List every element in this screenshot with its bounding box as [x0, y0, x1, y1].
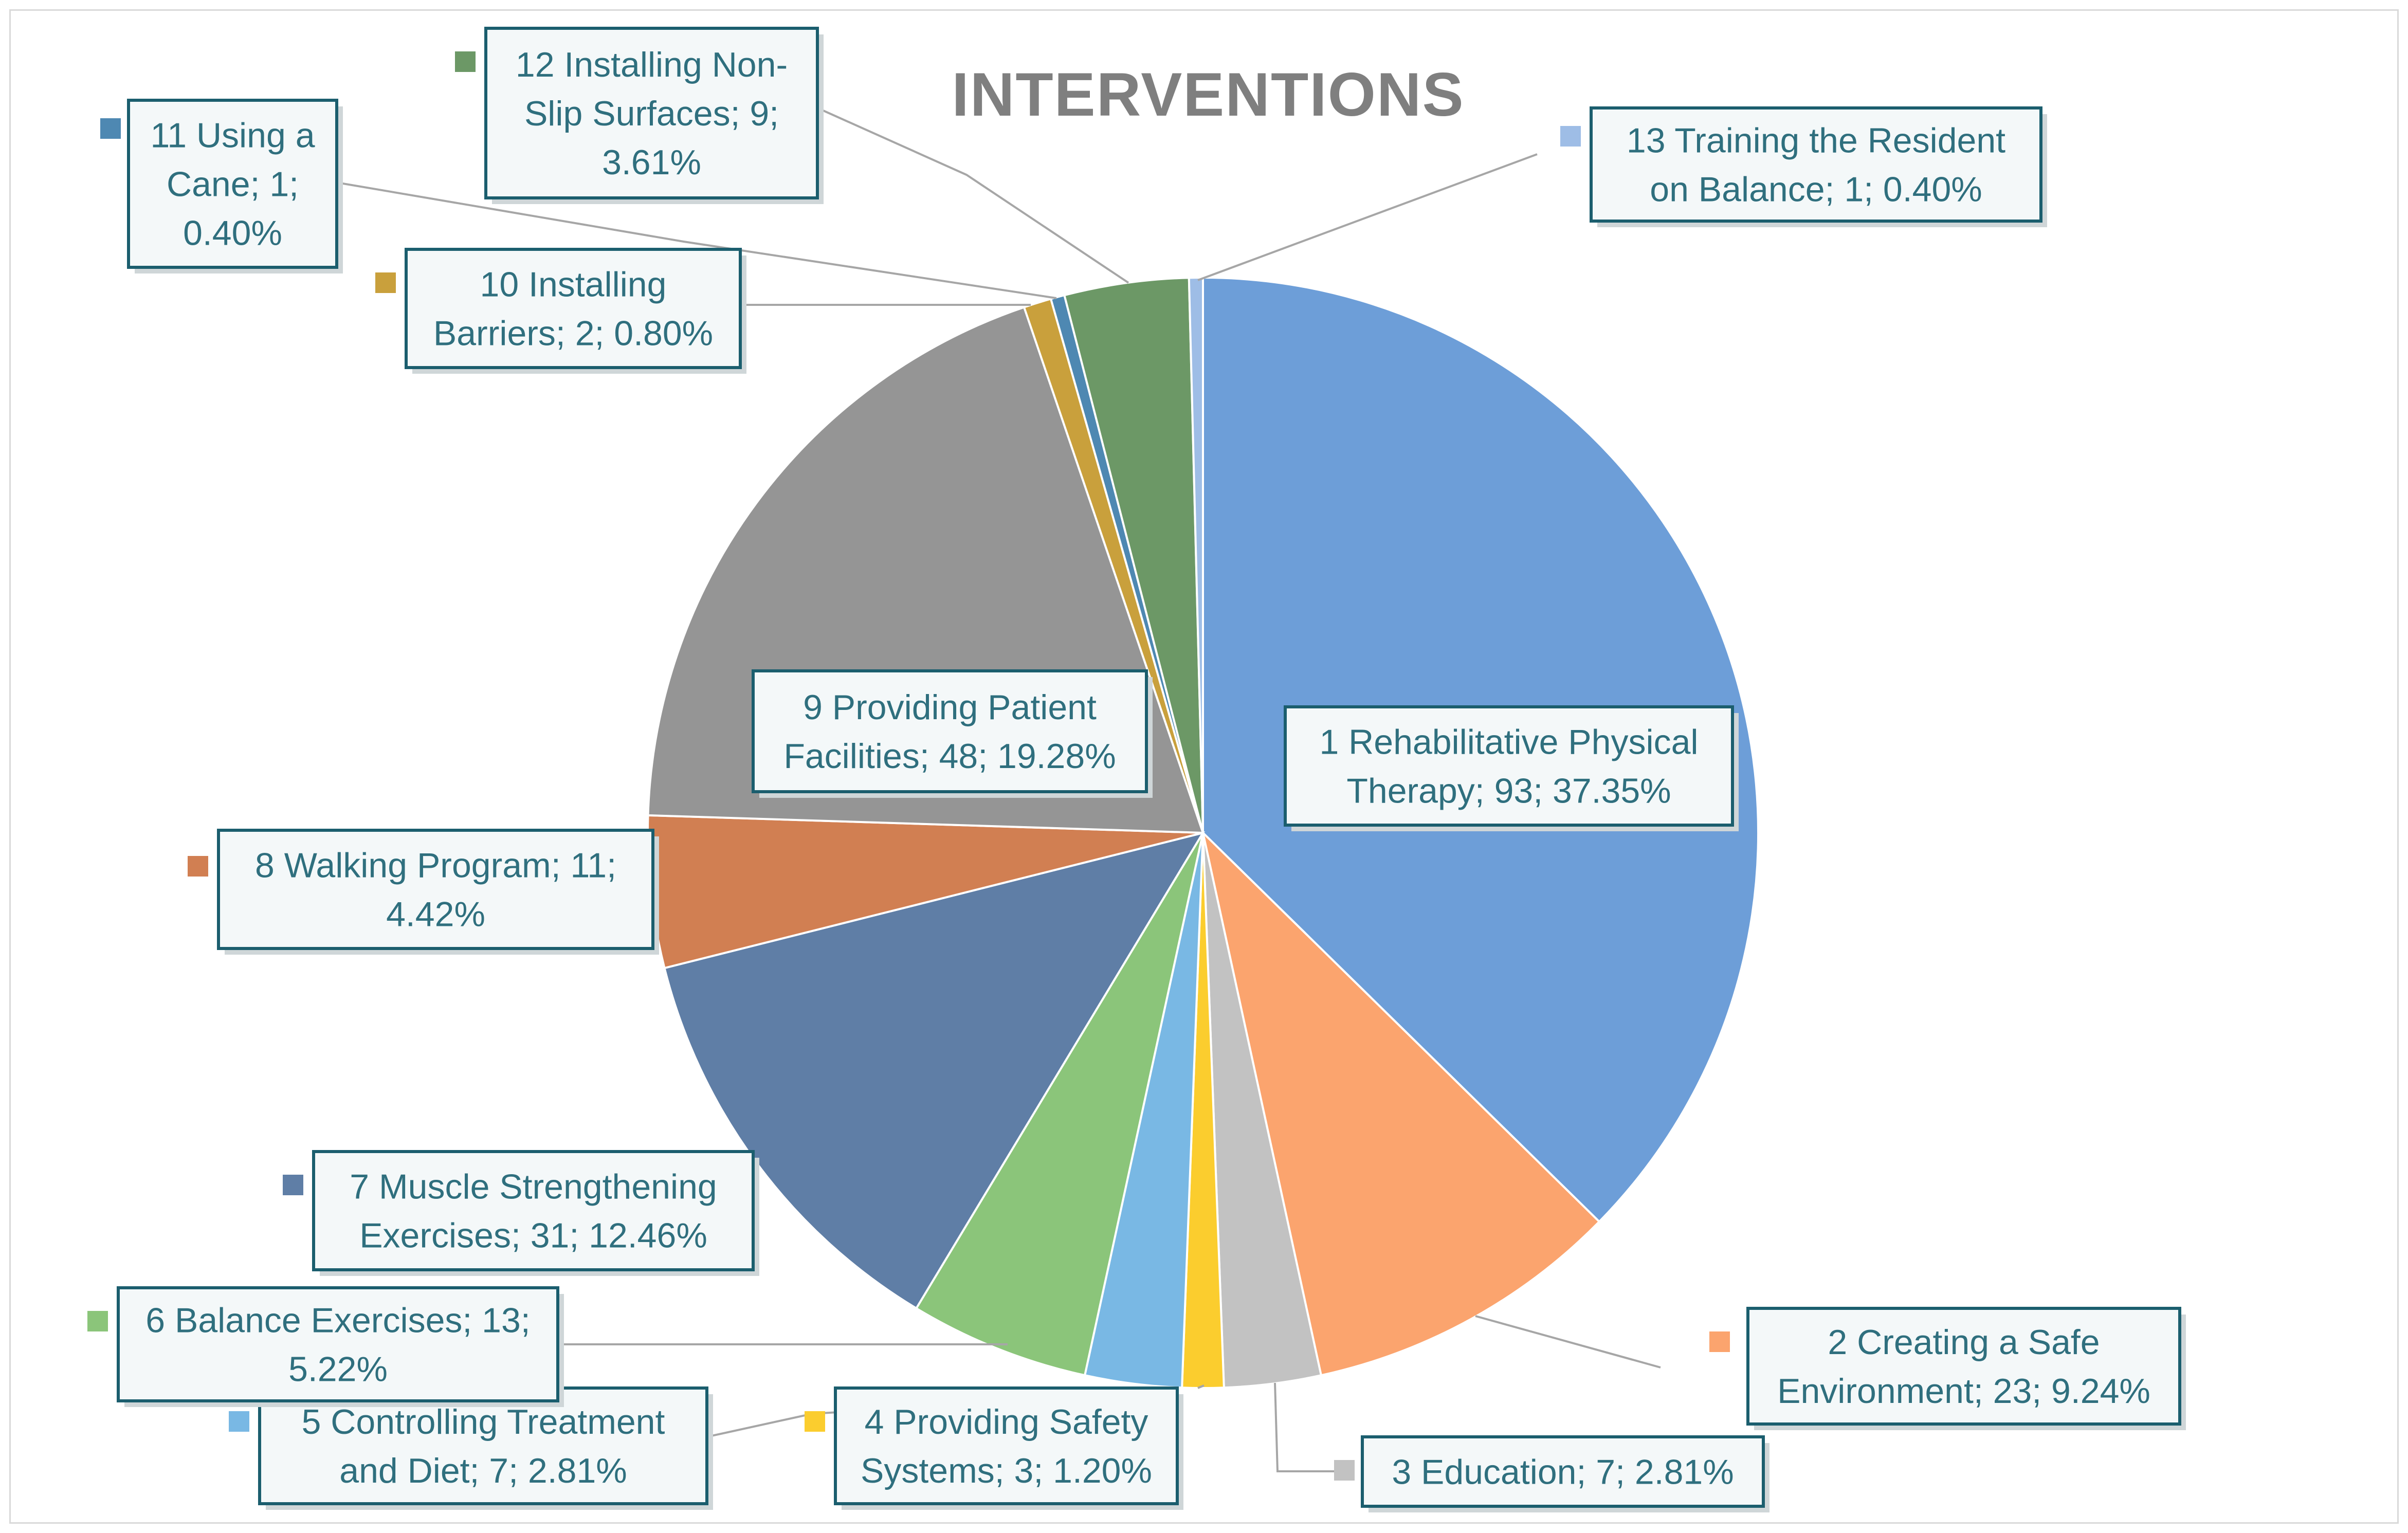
data-label-box	[1361, 1435, 1765, 1508]
data-label-line: 2 Creating a Safe	[1828, 1323, 2100, 1362]
data-label-box	[1590, 106, 2042, 223]
data-label-box	[312, 1150, 755, 1271]
leader-line-13	[1197, 153, 1538, 281]
pie-slices	[647, 276, 1759, 1390]
data-label-line: 7 Muscle Strengthening	[350, 1167, 717, 1207]
data-label-box	[1746, 1307, 2181, 1426]
data-label-line: 4 Providing Safety	[865, 1402, 1148, 1441]
data-label-8: 8 Walking Program; 11; 4.42%	[188, 829, 659, 955]
data-label-line: Facilities; 48; 19.28%	[783, 737, 1116, 776]
pie-slice-6	[915, 832, 1204, 1377]
legend-key-marker	[1560, 126, 1581, 147]
data-label-line: 3 Education; 7; 2.81%	[1392, 1453, 1734, 1492]
legend-key-marker	[1709, 1331, 1730, 1352]
data-label-11: 11 Using a Cane; 1; 0.40%	[100, 99, 343, 273]
legend-key-marker	[1254, 730, 1275, 751]
pie-slice-12	[1063, 277, 1204, 833]
data-label-text: 13 Training the Resident on Balance; 1; 0…	[1627, 121, 2005, 209]
data-label-line: Therapy; 93; 37.35%	[1346, 772, 1671, 811]
data-label-box	[834, 1386, 1179, 1505]
data-label-line: 8 Walking Program; 11;	[255, 846, 616, 885]
data-label-box	[258, 1386, 708, 1505]
data-label-text: 12 Installing Non- Slip Surfaces; 9; 3.61%	[516, 45, 788, 182]
data-label-box	[217, 829, 654, 950]
data-label-line: 12 Installing Non-	[516, 45, 788, 84]
leader-line-2	[1475, 1315, 1661, 1368]
data-label-line: 0.40%	[183, 214, 282, 253]
data-label-line: Slip Surfaces; 9;	[524, 94, 779, 133]
data-label-12: 12 Installing Non- Slip Surfaces; 9; 3.61%	[455, 27, 824, 204]
leader-line-3	[1274, 1382, 1337, 1472]
data-label-line: 5.22%	[288, 1350, 388, 1389]
data-label-line: 4.42%	[386, 895, 485, 934]
data-label-line: 1 Rehabilitative Physical	[1319, 723, 1698, 762]
data-label-line: 9 Providing Patient	[803, 688, 1097, 727]
chart-title: INTERVENTIONS	[952, 60, 1464, 129]
legend-key-marker	[805, 1411, 825, 1432]
data-label-line: 13 Training the Resident	[1627, 121, 2005, 160]
legend-key-marker	[722, 699, 743, 720]
data-label-line: Environment; 23; 9.24%	[1777, 1372, 2150, 1411]
data-label-text: 3 Education; 7; 2.81%	[1392, 1453, 1734, 1492]
data-label-box	[752, 669, 1148, 793]
data-label-line: and Diet; 7; 2.81%	[339, 1451, 627, 1490]
legend-key-marker	[100, 118, 121, 139]
data-label-box	[117, 1286, 559, 1402]
data-label-box	[484, 27, 819, 199]
data-label-text: 5 Controlling Treatment and Diet; 7; 2.81…	[302, 1402, 665, 1490]
data-label-text: 11 Using a Cane; 1; 0.40%	[150, 116, 315, 253]
legend-key-marker	[229, 1411, 249, 1432]
legend-key-marker	[1334, 1460, 1355, 1481]
leader-line-12	[817, 107, 1129, 284]
data-label-line: 5 Controlling Treatment	[302, 1402, 665, 1441]
data-label-line: 11 Using a	[150, 116, 315, 155]
leader-lines	[336, 107, 1661, 1472]
data-label-text: 6 Balance Exercises; 13; 5.22%	[145, 1301, 530, 1389]
data-label-line: on Balance; 1; 0.40%	[1650, 170, 1982, 209]
data-label-line: Exercises; 31; 12.46%	[359, 1216, 707, 1255]
legend-key-marker	[283, 1175, 303, 1195]
legend-key-marker	[455, 51, 476, 72]
data-label-6: 6 Balance Exercises; 13; 5.22%	[87, 1286, 564, 1407]
leader-line-11	[336, 181, 1057, 299]
data-label-13: 13 Training the Resident on Balance; 1; 0…	[1560, 106, 2047, 227]
data-label-line: 6 Balance Exercises; 13;	[145, 1301, 530, 1340]
data-label-line: 3.61%	[602, 143, 701, 182]
legend-key-marker	[375, 272, 396, 293]
legend-key-marker	[188, 856, 208, 877]
data-label-box	[127, 99, 338, 269]
data-label-line: Systems; 3; 1.20%	[861, 1451, 1152, 1490]
data-label-5: 5 Controlling Treatment and Diet; 7; 2.81…	[229, 1386, 713, 1510]
data-label-line: Barriers; 2; 0.80%	[433, 314, 713, 353]
leader-line-4	[1197, 1384, 1205, 1389]
pie-slice-2	[1201, 829, 1601, 1377]
legend-key-marker	[87, 1311, 108, 1331]
data-label-line: 10 Installing	[480, 265, 667, 304]
data-label-3: 3 Education; 7; 2.81%	[1334, 1435, 1769, 1512]
data-label-line: Cane; 1;	[167, 165, 299, 204]
data-label-box	[405, 248, 742, 369]
data-label-text: 8 Walking Program; 11; 4.42%	[255, 846, 616, 934]
data-label-box	[1284, 705, 1734, 827]
